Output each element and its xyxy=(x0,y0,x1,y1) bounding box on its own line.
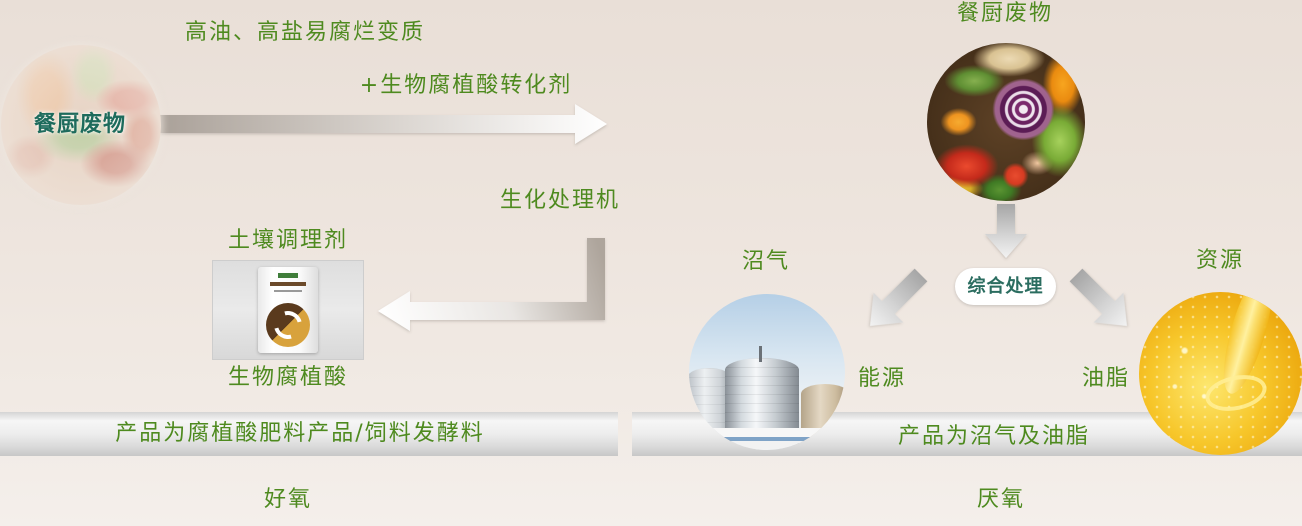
processor-label: 生化处理机 xyxy=(499,188,621,213)
energy-label: 能源 xyxy=(857,366,907,391)
bag-swirl-graphic xyxy=(266,303,310,347)
arrow-to-comprehensive-treatment xyxy=(985,204,1027,258)
oil-photo xyxy=(1139,292,1302,455)
arrow-down-shape xyxy=(985,204,1027,258)
product-bag xyxy=(258,267,318,353)
additive-note: +生物腐植酸转化剂 xyxy=(359,73,573,98)
plant-building xyxy=(711,428,821,450)
arrow-down-left-shape xyxy=(870,268,928,326)
comprehensive-treatment-label: 综合处理 xyxy=(967,275,1044,297)
aerobic-input-label: 餐厨废物 xyxy=(33,112,127,137)
aerobic-mode-label: 好氧 xyxy=(263,487,313,512)
bag-text-line xyxy=(274,290,302,292)
oil-label: 油脂 xyxy=(1081,366,1131,391)
food-waste-photo xyxy=(927,43,1085,201)
feature-note: 高油、高盐易腐烂变质 xyxy=(184,20,426,45)
arrow-processor-to-product xyxy=(378,238,605,331)
aerobic-product-bar-text: 产品为腐植酸肥料产品/饲料发酵料 xyxy=(115,421,485,446)
arrow-to-oil xyxy=(1069,268,1127,326)
arrow-to-processor xyxy=(160,104,607,144)
bag-title-stripe xyxy=(270,282,306,286)
biogas-plant-photo xyxy=(689,294,845,450)
tank-railing xyxy=(759,346,762,362)
arrow-down-right-shape xyxy=(1069,268,1127,326)
oil-swirl xyxy=(1202,369,1270,417)
biogas-label: 沼气 xyxy=(741,249,791,274)
arrow-to-biogas xyxy=(870,268,928,326)
anaerobic-product-bar-text: 产品为沼气及油脂 xyxy=(897,424,1091,449)
resource-label: 资源 xyxy=(1195,248,1245,273)
anaerobic-input-label: 餐厨废物 xyxy=(956,1,1054,26)
comprehensive-treatment-badge: 综合处理 xyxy=(955,268,1056,305)
product-name: 生物腐植酸 xyxy=(227,365,349,390)
aerobic-product-bar xyxy=(0,412,618,456)
product-caption: 土壤调理剂 xyxy=(227,228,349,253)
anaerobic-mode-label: 厌氧 xyxy=(976,487,1026,512)
food-waste-photo-faded xyxy=(1,45,161,205)
bag-logo xyxy=(278,273,298,278)
fertilizer-product-image xyxy=(212,260,364,360)
